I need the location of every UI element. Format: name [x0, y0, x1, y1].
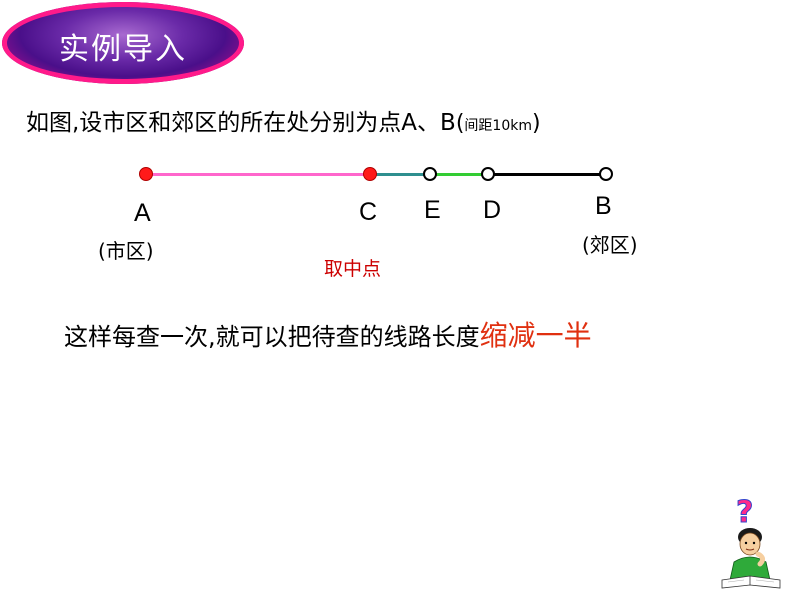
point-b-note: (郊区) [582, 233, 638, 257]
conclusion-highlight: 缩减一半 [479, 319, 592, 352]
intro-paren-close: ) [531, 111, 541, 136]
point-c-label: C [359, 198, 378, 226]
point-a-label: A [134, 199, 151, 227]
conclusion-line: 这样每查一次,就可以把待查的线路长度缩减一半 [64, 314, 592, 354]
intro-paren-open: ( [455, 111, 465, 136]
title-badge: 实例导入 [2, 2, 244, 84]
slide-title: 实例导入 [59, 32, 187, 67]
conclusion-text: 这样每查一次,就可以把待查的线路长度 [64, 323, 480, 351]
point-e-label: E [424, 196, 441, 224]
segment-ed [430, 173, 488, 176]
thinking-student-icon: ? [721, 495, 781, 589]
intro-line: 如图,设市区和郊区的所在处分别为点A、B(间距10km) [26, 103, 541, 137]
distance-note: 间距10km [464, 118, 532, 134]
point-b-label: B [595, 192, 612, 220]
segment-ac [146, 173, 370, 176]
point-b-dot [599, 167, 613, 181]
point-a-note: (市区) [98, 239, 154, 263]
midpoint-note: 取中点 [324, 258, 382, 280]
segment-ce [370, 173, 430, 176]
intro-text: 如图,设市区和郊区的所在处分别为点A、B [26, 110, 456, 136]
point-d-dot [481, 167, 495, 181]
point-d-label: D [483, 196, 502, 224]
point-c-dot [363, 167, 377, 181]
point-e-dot [423, 167, 437, 181]
svg-text:?: ? [736, 495, 753, 530]
segment-db [488, 173, 606, 176]
point-a-dot [139, 167, 153, 181]
